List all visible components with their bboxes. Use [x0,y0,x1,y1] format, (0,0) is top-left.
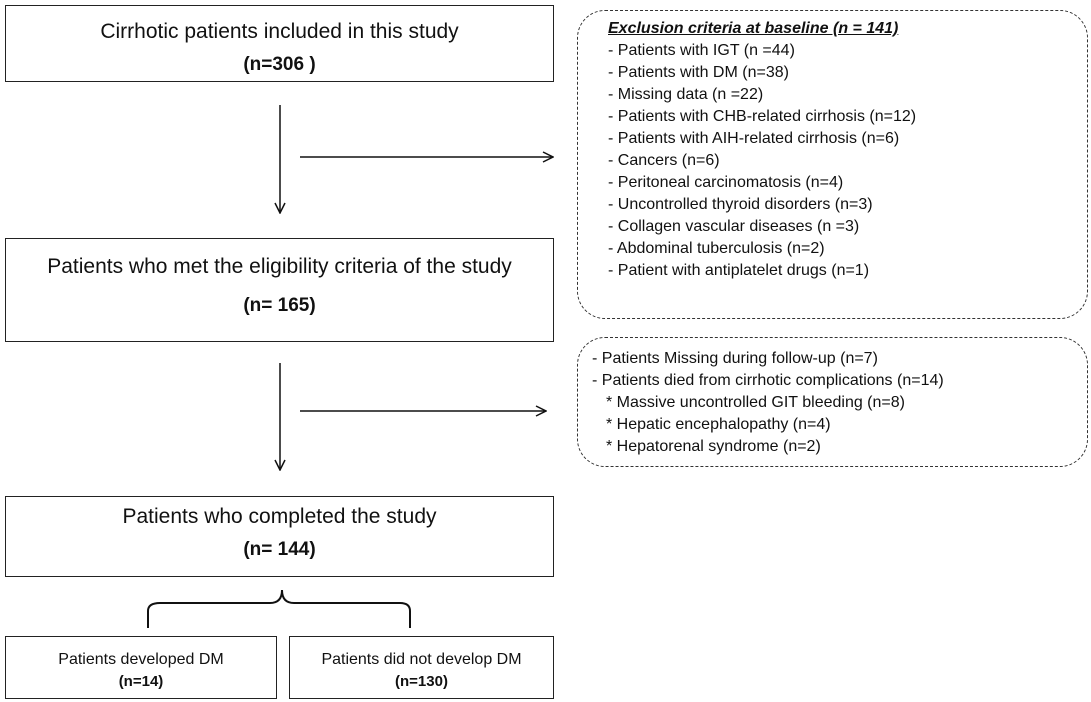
eligible-patients-count: (n= 165) [243,295,316,316]
list-item: - Patients with IGT (n =44) [608,42,795,59]
exclusion-followup-list: - Patients Missing during follow-up (n=7… [592,348,1087,458]
list-item: - Missing data (n =22) [608,86,764,103]
exclusion-baseline-list: - Patients with IGT (n =44) - Patients w… [608,40,1087,282]
eligible-patients-box: Patients who met the eligibility criteri… [5,238,554,342]
developed-dm-count: (n=14) [118,673,164,690]
split-brace [147,589,411,628]
list-item: - Patients with DM (n=38) [608,64,789,81]
completed-patients-title: Patients who completed the study [122,505,437,528]
included-patients-title: Cirrhotic patients included in this stud… [100,20,459,43]
list-item: - Uncontrolled thyroid disorders (n=3) [608,196,873,213]
list-subitem: * Hepatic encephalopathy (n=4) [606,416,831,433]
list-item: - Patients Missing during follow-up (n=7… [592,350,878,367]
exclusion-followup-box: - Patients Missing during follow-up (n=7… [577,337,1088,467]
not-developed-dm-box: Patients did not develop DM (n=130) [289,636,554,699]
list-item: - Patients with CHB-related cirrhosis (n… [608,108,917,125]
developed-dm-box: Patients developed DM (n=14) [5,636,277,699]
eligible-patients-title: Patients who met the eligibility criteri… [47,255,512,278]
list-item: - Peritoneal carcinomatosis (n=4) [608,174,844,191]
list-item: - Patients with AIH-related cirrhosis (n… [608,130,900,147]
not-developed-dm-title: Patients did not develop DM [321,651,522,668]
list-item: - Cancers (n=6) [608,152,720,169]
list-item: - Abdominal tuberculosis (n=2) [608,240,825,257]
included-patients-count: (n=306 ) [243,54,316,75]
completed-patients-box: Patients who completed the study (n= 144… [5,496,554,577]
included-patients-box: Cirrhotic patients included in this stud… [5,5,554,82]
list-item: - Patients died from cirrhotic complicat… [592,372,944,389]
exclusion-baseline-heading: Exclusion criteria at baseline (n = 141) [608,20,899,37]
list-item: - Patient with antiplatelet drugs (n=1) [608,262,870,279]
developed-dm-title: Patients developed DM [58,651,224,668]
completed-patients-count: (n= 144) [243,539,316,560]
list-item: - Collagen vascular diseases (n =3) [608,218,860,235]
not-developed-dm-count: (n=130) [395,673,448,690]
list-subitem: * Massive uncontrolled GIT bleeding (n=8… [606,394,905,411]
list-subitem: * Hepatorenal syndrome (n=2) [606,438,821,455]
exclusion-baseline-box: Exclusion criteria at baseline (n = 141)… [577,10,1088,319]
